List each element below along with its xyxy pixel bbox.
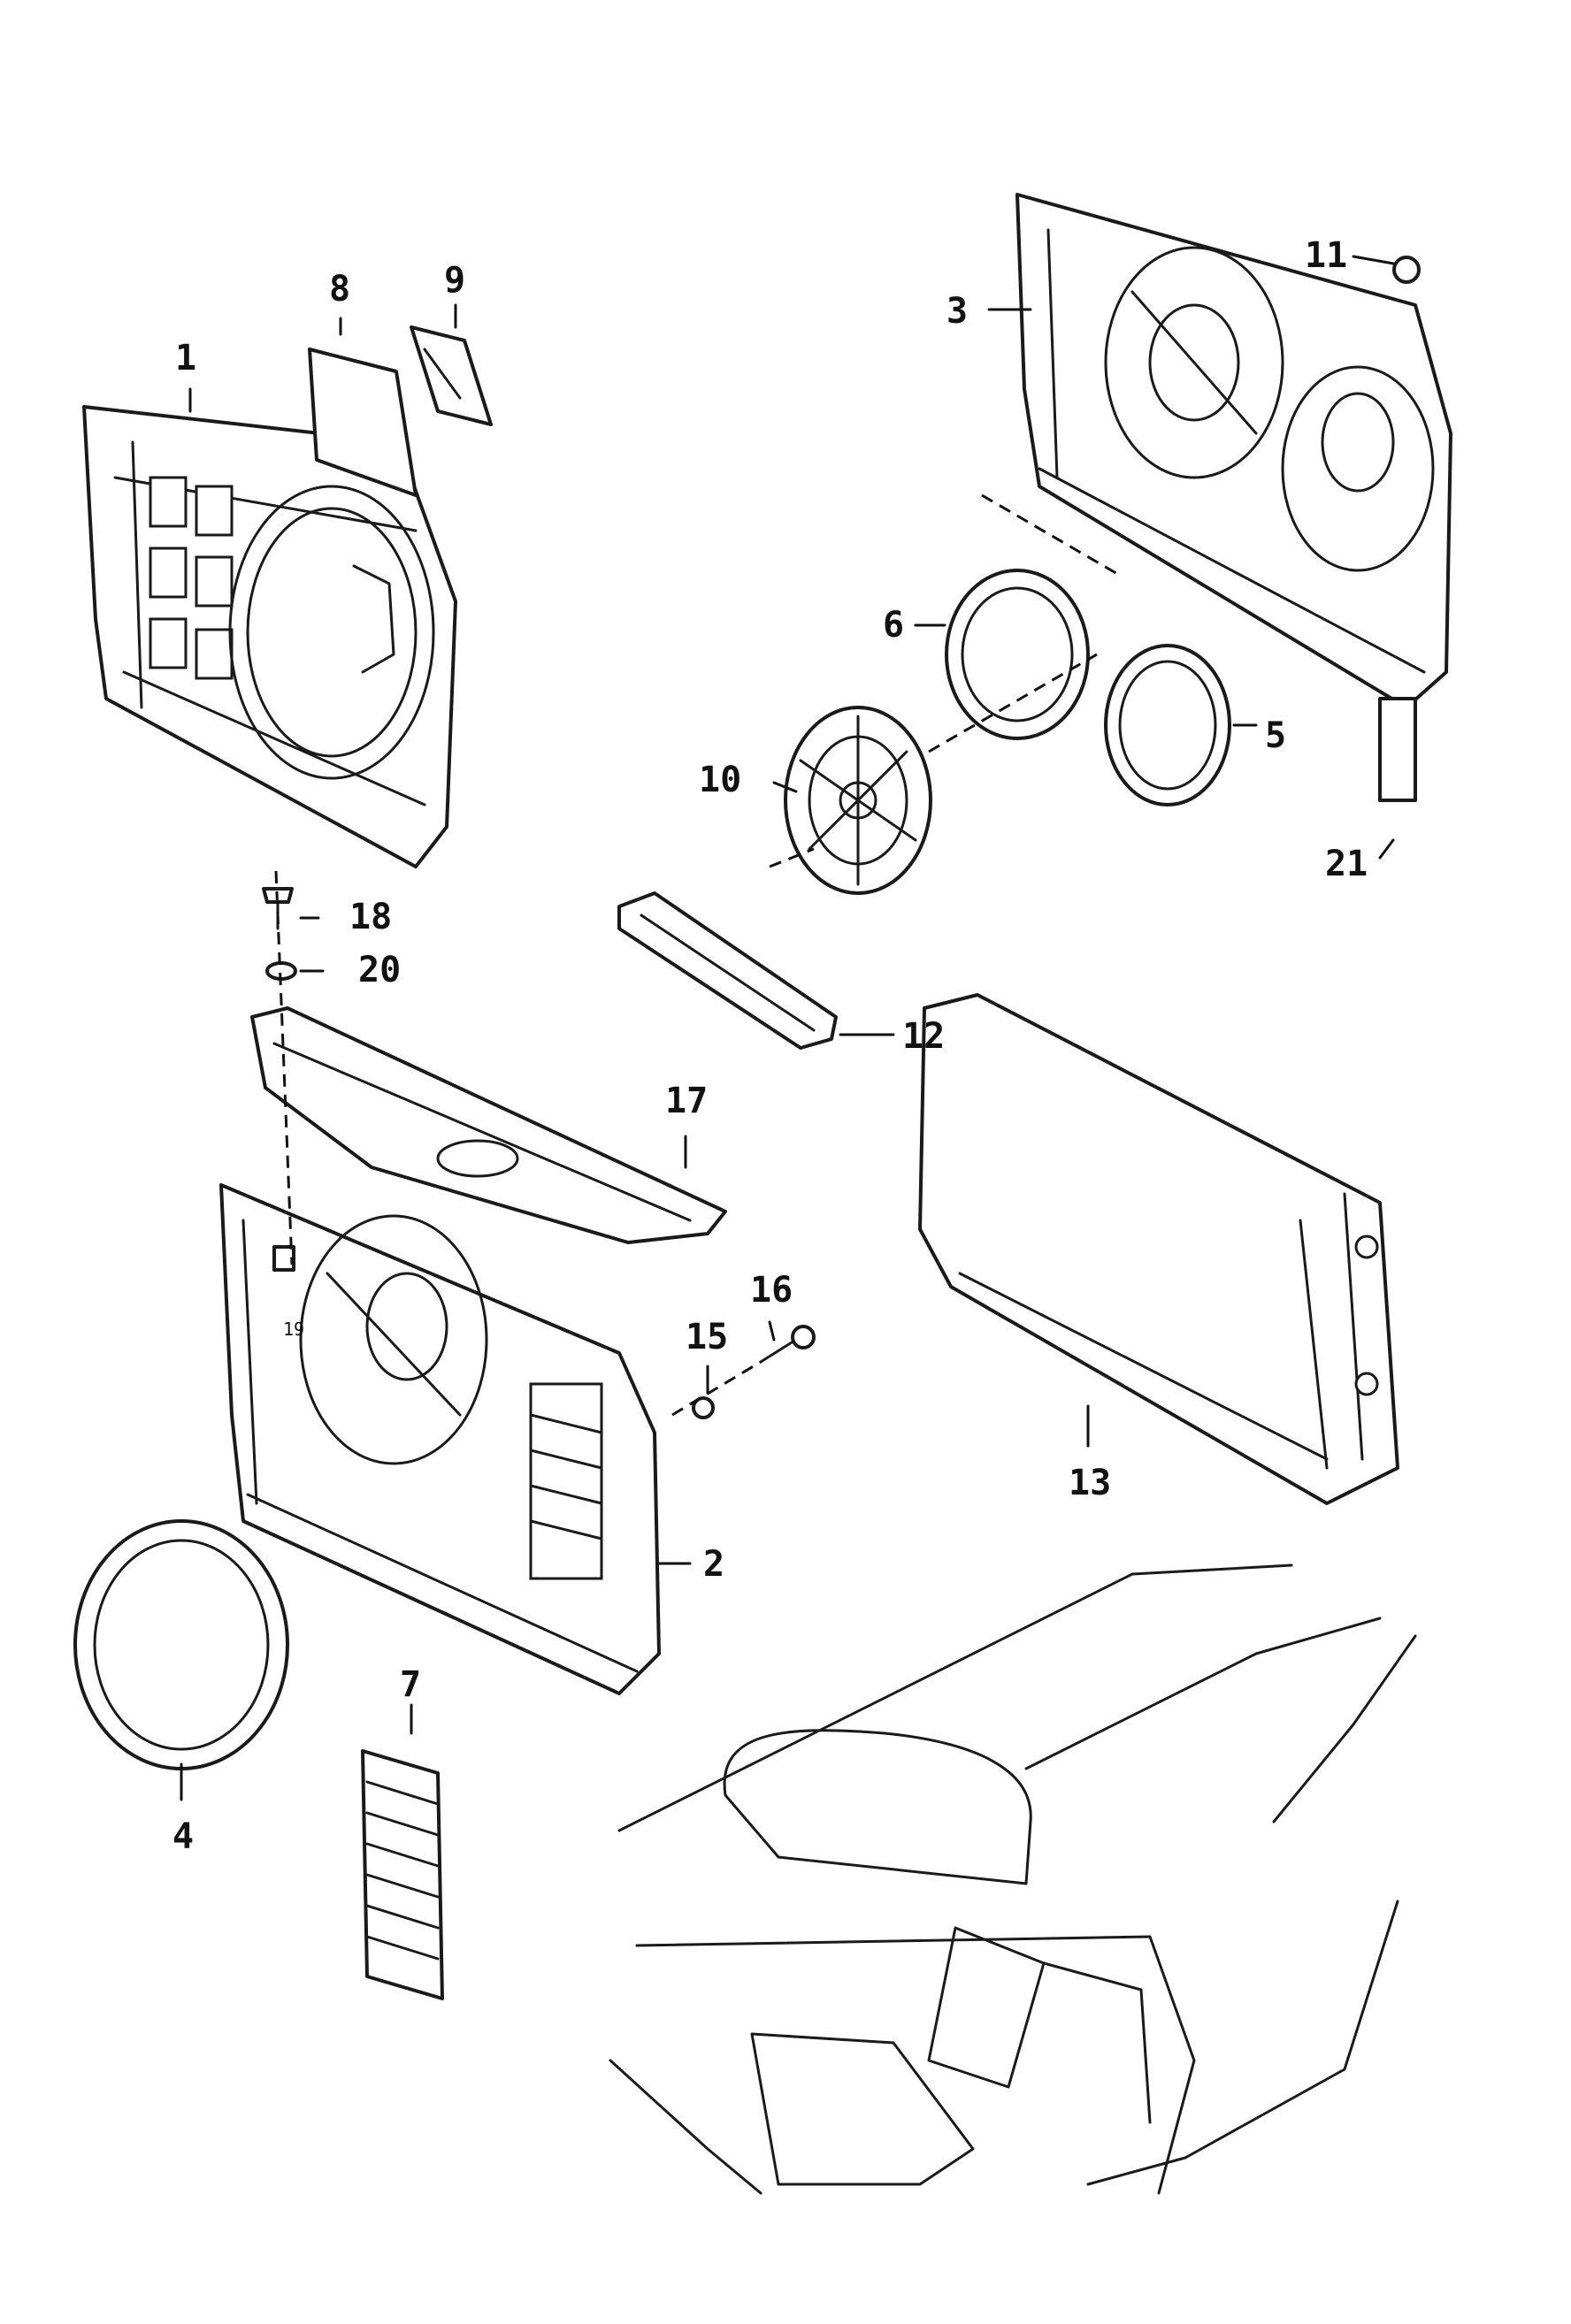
callout-15: 15 — [686, 1317, 728, 1357]
callout-20: 20 — [358, 950, 401, 990]
vehicle-front-outline — [609, 1563, 1417, 2195]
callout-8: 8 — [329, 269, 350, 310]
part-8-cover-plate — [308, 348, 418, 497]
callout-17: 17 — [665, 1081, 708, 1121]
part-15-nut — [692, 1396, 715, 1419]
callout-11: 11 — [1305, 235, 1347, 276]
part-7-louvre — [361, 1749, 444, 2000]
part-2-front-panel — [219, 1183, 661, 1695]
callout-16: 16 — [750, 1270, 793, 1311]
callout-21: 21 — [1325, 844, 1368, 884]
callout-5: 5 — [1265, 715, 1286, 756]
part-6-ring — [945, 569, 1090, 740]
part-12-duct — [617, 891, 838, 1050]
part-3-twin-shroud — [1015, 193, 1452, 709]
assembly-lines — [274, 493, 1120, 1417]
part-19-clip — [272, 1245, 295, 1272]
callout-2: 2 — [703, 1544, 724, 1585]
part-4-ring — [73, 1519, 289, 1770]
part-9-bracket — [410, 325, 493, 426]
callout-10: 10 — [699, 760, 741, 800]
callout-4: 4 — [172, 1816, 194, 1857]
callout-12: 12 — [902, 1016, 945, 1057]
leader-lines — [180, 255, 1395, 1801]
part-1-shroud — [82, 405, 457, 868]
callout-18: 18 — [349, 897, 392, 937]
part-16-screw — [759, 1325, 816, 1364]
callout-9: 9 — [444, 260, 465, 301]
callout-3: 3 — [946, 291, 968, 332]
part-11-clip — [1392, 256, 1421, 284]
part-13-air-guide — [918, 993, 1399, 1505]
callouts: 1 8 9 3 11 6 5 10 21 18 20 12 17 16 15 1… — [172, 235, 1368, 1857]
part-10-fan — [784, 706, 932, 895]
part-5-ring — [1104, 644, 1231, 807]
callout-13: 13 — [1069, 1463, 1111, 1503]
part-17-upper-cover — [250, 1006, 727, 1244]
callout-7: 7 — [400, 1664, 421, 1705]
callout-1: 1 — [175, 338, 196, 378]
callout-6: 6 — [883, 605, 904, 646]
callout-19: 19 — [283, 1319, 304, 1340]
part-21-strip — [1378, 697, 1417, 802]
